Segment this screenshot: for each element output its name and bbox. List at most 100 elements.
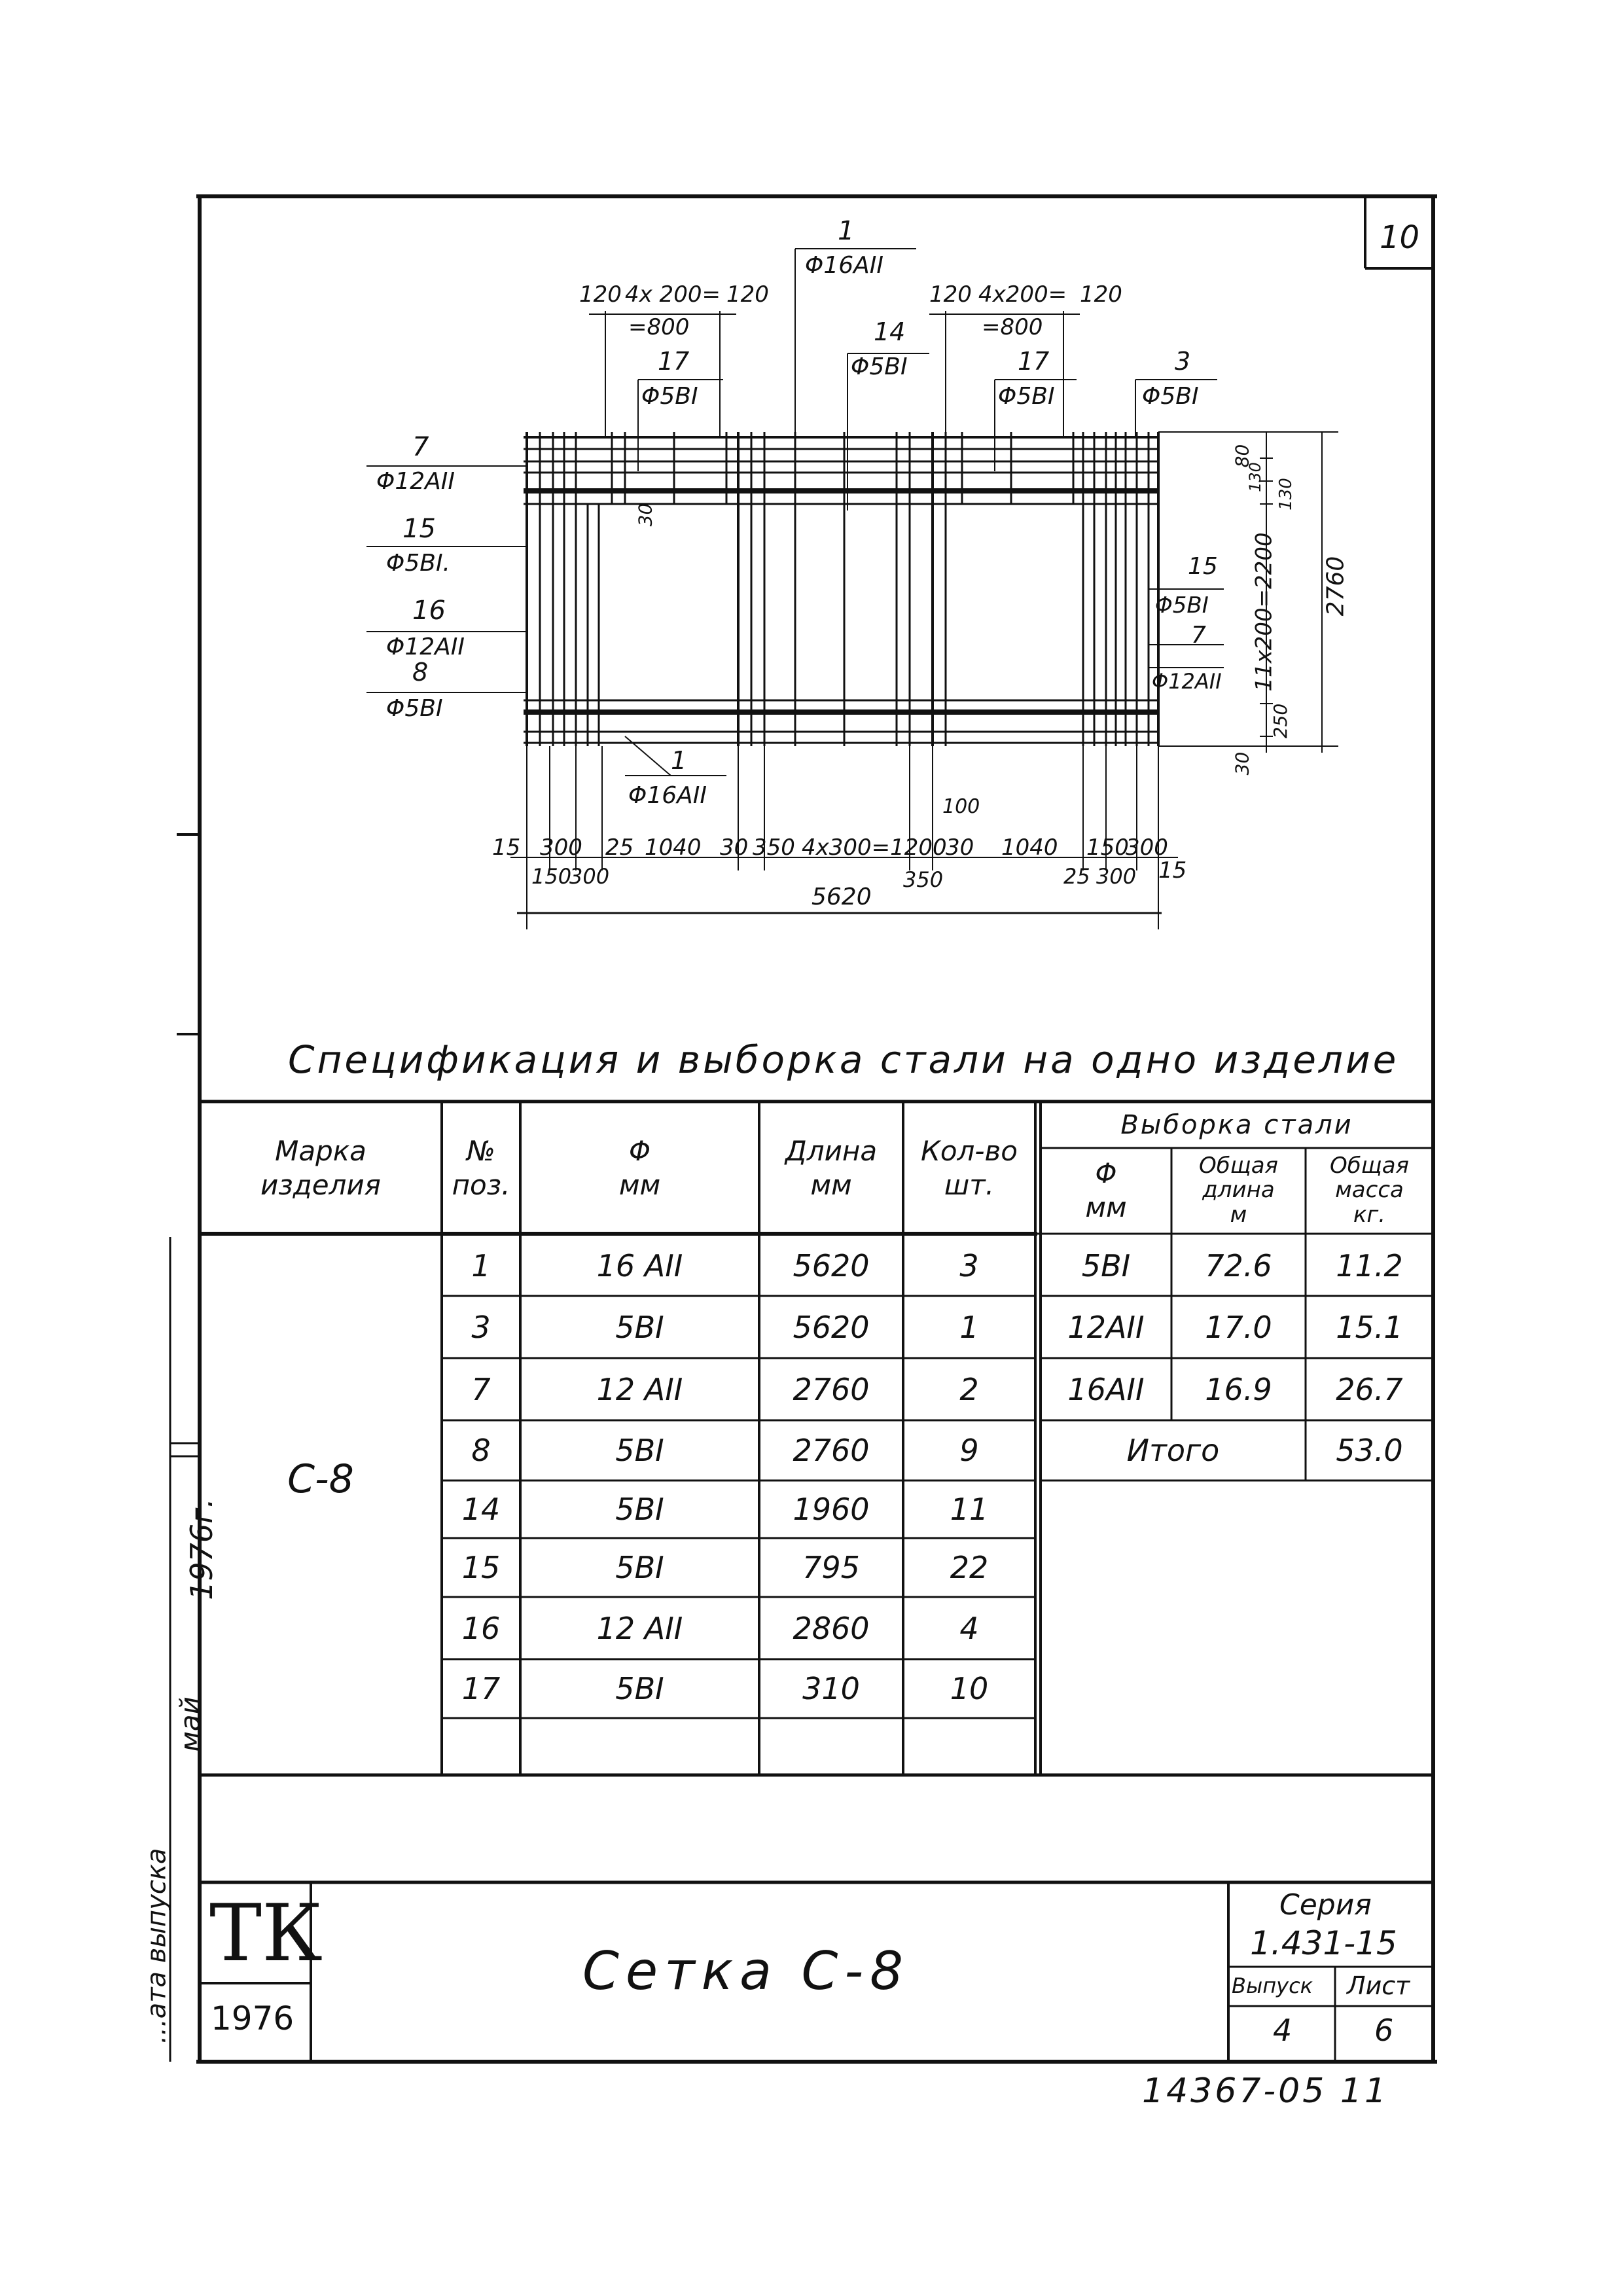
total-value: 53.0 — [1336, 1433, 1403, 1468]
callout-bar-15-left: Φ5BI. — [386, 550, 450, 577]
row-2-length: 5620 — [793, 1309, 870, 1345]
row-1-length: 5620 — [793, 1248, 870, 1283]
callout-bar-14: Φ5BI — [851, 353, 908, 380]
row-1-pos: 1 — [471, 1248, 491, 1283]
callout-pos-16: 16 — [412, 596, 446, 626]
dim-bottom-1040-left: 1040 — [645, 834, 702, 861]
row-8-dia: 5BI — [615, 1671, 664, 1706]
row-4-pos: 8 — [471, 1433, 491, 1468]
dim-right-130a: 130 — [1245, 462, 1264, 492]
row-5-length: 1960 — [793, 1492, 870, 1527]
row-3-dia: 12 AII — [596, 1371, 683, 1407]
sheet-label: Лист — [1347, 1971, 1410, 2000]
dim-top-left-120a: 120 — [579, 281, 622, 308]
side-stamp-month: май — [173, 1696, 206, 1752]
footer-code: 14367-05 11 — [1142, 2072, 1389, 2111]
dim-bottom-300-left-2: 300 — [569, 864, 610, 889]
row-4-dia: 5BI — [615, 1433, 664, 1468]
side-stamp-issue-label: ...ата выпуска — [141, 1848, 172, 2044]
row-8-length: 310 — [802, 1671, 860, 1706]
callout-pos-7-left: 7 — [412, 432, 429, 462]
dim-bottom-30-left: 30 — [720, 834, 749, 861]
row-2-qty: 1 — [959, 1309, 979, 1345]
series-label: Серия — [1279, 1888, 1372, 1922]
row-7-pos: 16 — [461, 1610, 501, 1646]
dim-bottom-15-right: 15 — [1158, 857, 1187, 884]
dim-top-right-120a: 120 — [929, 281, 972, 308]
callout-bar-7-right: Φ12AII — [1152, 669, 1222, 694]
dim-top-left-spacing: 4x 200= — [625, 281, 721, 308]
callout-pos-17-left: 17 — [658, 347, 690, 376]
sheet-number: 10 — [1380, 219, 1420, 256]
dim-inner-30: 30 — [634, 503, 656, 527]
row-4-qty: 9 — [959, 1433, 979, 1468]
row-5-pos: 14 — [461, 1492, 501, 1527]
side-stamp-year: 1976г. — [183, 1498, 219, 1600]
tk-logo: ТК — [209, 1888, 323, 1979]
sel-row-2-dia: 12AII — [1067, 1309, 1145, 1345]
dim-bottom-300-right: 300 — [1126, 834, 1168, 861]
row-1-qty: 3 — [959, 1248, 979, 1283]
callout-pos-7-right: 7 — [1191, 622, 1206, 649]
dim-bottom-350-left: 350 — [753, 834, 795, 861]
sel-row-2-length: 17.0 — [1205, 1309, 1272, 1345]
row-2-dia: 5BI — [615, 1309, 664, 1345]
dim-right-2200: 11x200=2200 — [1251, 532, 1277, 692]
dim-right-250: 250 — [1270, 703, 1292, 739]
sel-row-1-mass: 11.2 — [1336, 1248, 1403, 1283]
product-mark: С-8 — [287, 1456, 354, 1502]
dim-right-2760: 2760 — [1322, 556, 1349, 617]
callout-bar-1-bottom: Φ16AII — [628, 782, 707, 809]
header-sel-diameter: Φ мм — [1085, 1157, 1127, 1224]
callout-bar-7-left: Φ12AII — [376, 468, 455, 495]
row-5-qty: 11 — [950, 1492, 989, 1527]
header-length: Длина мм — [785, 1134, 878, 1202]
row-6-pos: 15 — [461, 1550, 501, 1585]
dim-top-left-800: =800 — [628, 314, 690, 340]
row-1-dia: 16 AII — [596, 1248, 683, 1283]
callout-pos-3: 3 — [1175, 347, 1191, 376]
drawing-title: Сетка С-8 — [582, 1941, 910, 2001]
dim-bottom-30-right: 30 — [946, 834, 974, 861]
issue-label: Выпуск — [1232, 1973, 1313, 1998]
dim-bottom-15-left: 15 — [492, 834, 521, 861]
header-quantity: Кол-во шт. — [921, 1134, 1018, 1202]
dim-top-right-spacing: 4x200= — [978, 281, 1067, 308]
callout-bar-17-right: Φ5BI — [998, 383, 1055, 410]
dim-top-right-800: =800 — [982, 314, 1043, 340]
callout-pos-8: 8 — [412, 658, 429, 687]
row-5-dia: 5BI — [615, 1492, 664, 1527]
row-8-pos: 17 — [461, 1671, 501, 1706]
series-value: 1.431-15 — [1250, 1924, 1397, 1962]
sel-row-1-length: 72.6 — [1205, 1248, 1272, 1283]
header-sel-mass: Общая масса кг. — [1329, 1152, 1410, 1228]
dim-right-130b: 130 — [1275, 478, 1296, 511]
row-7-qty: 4 — [959, 1610, 979, 1646]
row-4-length: 2760 — [793, 1433, 870, 1468]
callout-pos-17-right: 17 — [1018, 347, 1050, 376]
row-2-pos: 3 — [471, 1309, 491, 1345]
dim-bottom-1200: 4x300=1200 — [802, 834, 947, 861]
dim-top-right-120b: 120 — [1080, 281, 1122, 308]
header-steel-selection: Выборка стали — [1120, 1110, 1353, 1140]
row-7-dia: 12 AII — [596, 1610, 683, 1646]
callout-pos-1-top: 1 — [838, 216, 855, 246]
callout-bar-16: Φ12AII — [386, 634, 465, 660]
dim-bottom-25-right: 25 — [1063, 864, 1090, 889]
spec-title: Спецификация и выборка стали на одно изд… — [288, 1037, 1399, 1082]
callout-bar-1-top: Φ16AII — [805, 252, 884, 279]
callout-bar-3: Φ5BI — [1142, 383, 1199, 410]
header-pos: № поз. — [452, 1134, 510, 1202]
sel-row-1-dia: 5BI — [1081, 1248, 1131, 1283]
sheet-value: 6 — [1374, 2013, 1394, 2048]
header-sel-length: Общая длина м — [1198, 1152, 1279, 1228]
row-3-pos: 7 — [471, 1371, 491, 1407]
header-mark: Марка изделия — [260, 1134, 381, 1202]
dim-right-30: 30 — [1231, 751, 1253, 776]
dim-bottom-150-right: 150 — [1086, 834, 1129, 861]
row-7-length: 2860 — [793, 1610, 870, 1646]
callout-pos-1-bottom: 1 — [671, 746, 687, 775]
dim-bottom-350-right: 350 — [903, 867, 944, 892]
